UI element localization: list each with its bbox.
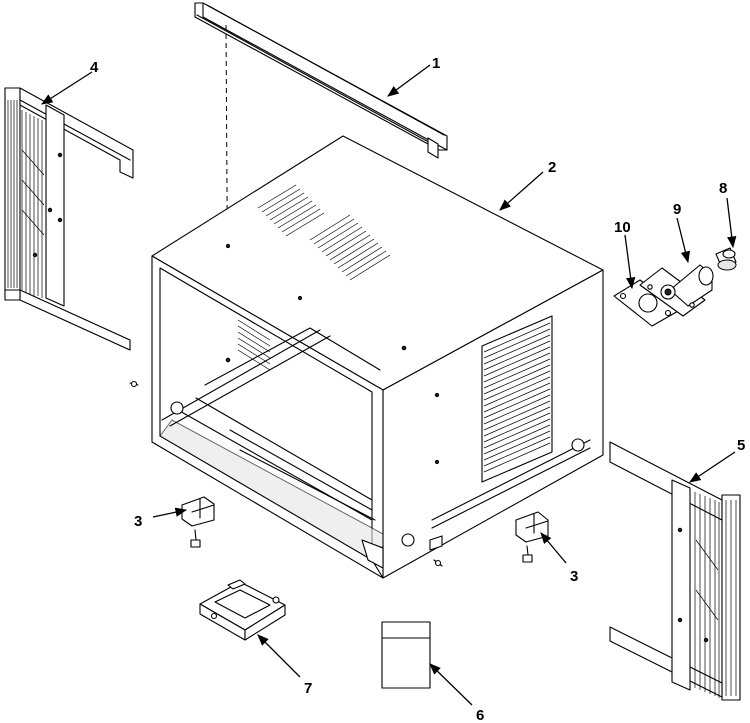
bottom-tray-part bbox=[199, 579, 286, 641]
top-rail-part bbox=[194, 2, 448, 159]
callout-7: 7 bbox=[304, 680, 312, 697]
manual-booklet-part bbox=[381, 621, 431, 689]
callout-3-right: 3 bbox=[570, 568, 578, 585]
mounting-bracket-right bbox=[515, 511, 549, 563]
callout-4: 4 bbox=[90, 59, 99, 76]
callout-10: 10 bbox=[614, 219, 631, 236]
cap-plug-part bbox=[715, 247, 737, 271]
mounting-bracket-left bbox=[181, 496, 215, 548]
callout-9: 9 bbox=[673, 201, 681, 218]
right-side-curtain-part bbox=[609, 441, 741, 701]
cabinet-part bbox=[129, 135, 604, 579]
callout-1: 1 bbox=[432, 55, 440, 72]
callout-labels: 1 2 3 3 4 5 6 7 8 9 10 bbox=[90, 55, 745, 723]
side-louver-grille bbox=[481, 315, 553, 483]
callout-3-left: 3 bbox=[134, 513, 142, 530]
left-side-curtain-part bbox=[4, 87, 134, 351]
callout-8: 8 bbox=[719, 180, 727, 197]
callout-2: 2 bbox=[548, 159, 556, 176]
alignment-dashed-lines bbox=[225, 24, 406, 436]
callout-6: 6 bbox=[476, 707, 484, 723]
callout-5: 5 bbox=[737, 437, 745, 454]
leader-arrows bbox=[41, 64, 737, 706]
drain-fitting-part bbox=[639, 264, 714, 317]
